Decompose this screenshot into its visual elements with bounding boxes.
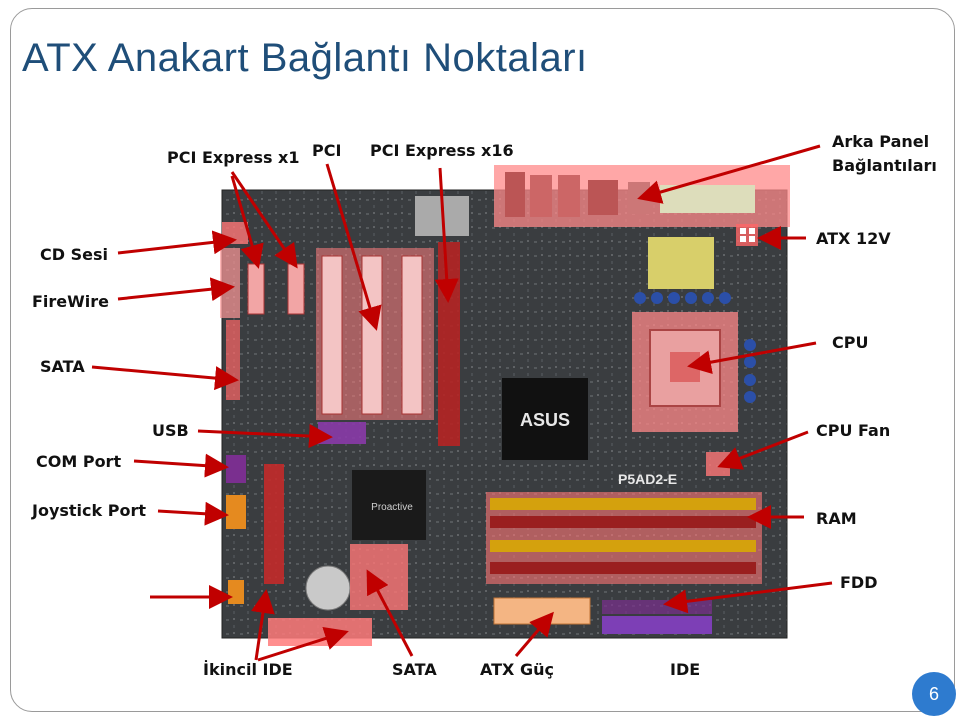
- ide-connector: [602, 616, 712, 634]
- label-ikincil-ide: İkincil IDE: [203, 660, 293, 679]
- arrow-fdd: [663, 581, 833, 614]
- atx-12v-connector: [736, 224, 758, 246]
- com-port-header: [226, 455, 246, 483]
- ram-slots: [486, 492, 762, 584]
- board-model-text: P5AD2-E: [618, 471, 677, 487]
- label-arka-panel-2: Bağlantıları: [832, 156, 937, 175]
- label-cpu-fan: CPU Fan: [816, 421, 891, 440]
- arrow-ikincil-ide-b: [257, 626, 349, 662]
- label-arka-panel-1: Arka Panel: [832, 132, 930, 151]
- label-fdd: FDD: [840, 573, 878, 592]
- chipset-heatsink: ASUS: [502, 378, 588, 460]
- secondary-ide-vertical: [264, 464, 284, 584]
- audio-chip-text: Proactive: [371, 502, 413, 513]
- sata-bottom-ports: [350, 544, 408, 610]
- label-usb: USB: [152, 421, 189, 440]
- label-pci-express-x16: PCI Express x16: [370, 141, 514, 160]
- atx-power-connector: [493, 597, 591, 625]
- label-com-port: COM Port: [36, 452, 122, 471]
- arrow-joystick: [157, 501, 229, 526]
- arrow-sata-bottom: [366, 569, 414, 657]
- page-number-badge: 6: [912, 672, 956, 716]
- label-sata-bottom: SATA: [392, 660, 437, 679]
- arrow-atx-guc: [514, 611, 554, 657]
- sata-left-ports: [226, 320, 240, 400]
- arrow-pci-express-x1-a: [230, 171, 298, 269]
- label-firewire: FireWire: [32, 292, 110, 311]
- slide-title: ATX Anakart Bağlantı Noktaları: [22, 36, 588, 80]
- label-pci-express-x1: PCI Express x1: [167, 148, 300, 167]
- extra-header: [228, 580, 244, 604]
- label-atx-guc: ATX Güç: [480, 660, 554, 679]
- pci-express-x1-slots: [247, 263, 305, 315]
- label-ram: RAM: [816, 509, 857, 528]
- arrow-firewire: [117, 277, 235, 302]
- label-cpu: CPU: [832, 333, 869, 352]
- joystick-header: [226, 495, 246, 529]
- arrow-com-port: [133, 453, 229, 478]
- label-cd-sesi: CD Sesi: [40, 245, 108, 264]
- vrm-heatsink: [648, 237, 714, 289]
- arrow-cpu: [687, 341, 817, 375]
- label-ide: IDE: [670, 660, 701, 679]
- pci-slots: [316, 248, 434, 420]
- audio-chip: Proactive: [352, 470, 426, 540]
- annotation-arrows: [91, 144, 833, 662]
- label-sata-left: SATA: [40, 357, 85, 376]
- cmos-battery: [305, 565, 351, 611]
- pci-express-x16-slot: [438, 242, 460, 446]
- usb-headers: [318, 422, 366, 444]
- arrow-pci: [325, 163, 382, 331]
- capacitors: [634, 292, 756, 403]
- arrow-pci-express-x1-b: [230, 175, 264, 269]
- arrow-usb: [197, 424, 333, 449]
- label-atx-12v: ATX 12V: [816, 229, 891, 248]
- cpu-socket: [632, 312, 738, 432]
- arrow-pci-express-x16: [434, 167, 459, 303]
- arrow-arka-panel: [637, 144, 821, 204]
- fdd-connector: [602, 600, 712, 614]
- label-pci: PCI: [312, 141, 342, 160]
- firewire-header: [220, 248, 240, 318]
- arrow-cd-sesi: [117, 230, 237, 255]
- arrow-ikincil-ide-a: [251, 589, 275, 661]
- arrow-sata-left: [91, 365, 239, 391]
- chipset-brand-text: ASUS: [520, 410, 570, 430]
- arrow-cpu-fan: [717, 430, 809, 470]
- label-joystick-port: Joystick Port: [32, 501, 146, 520]
